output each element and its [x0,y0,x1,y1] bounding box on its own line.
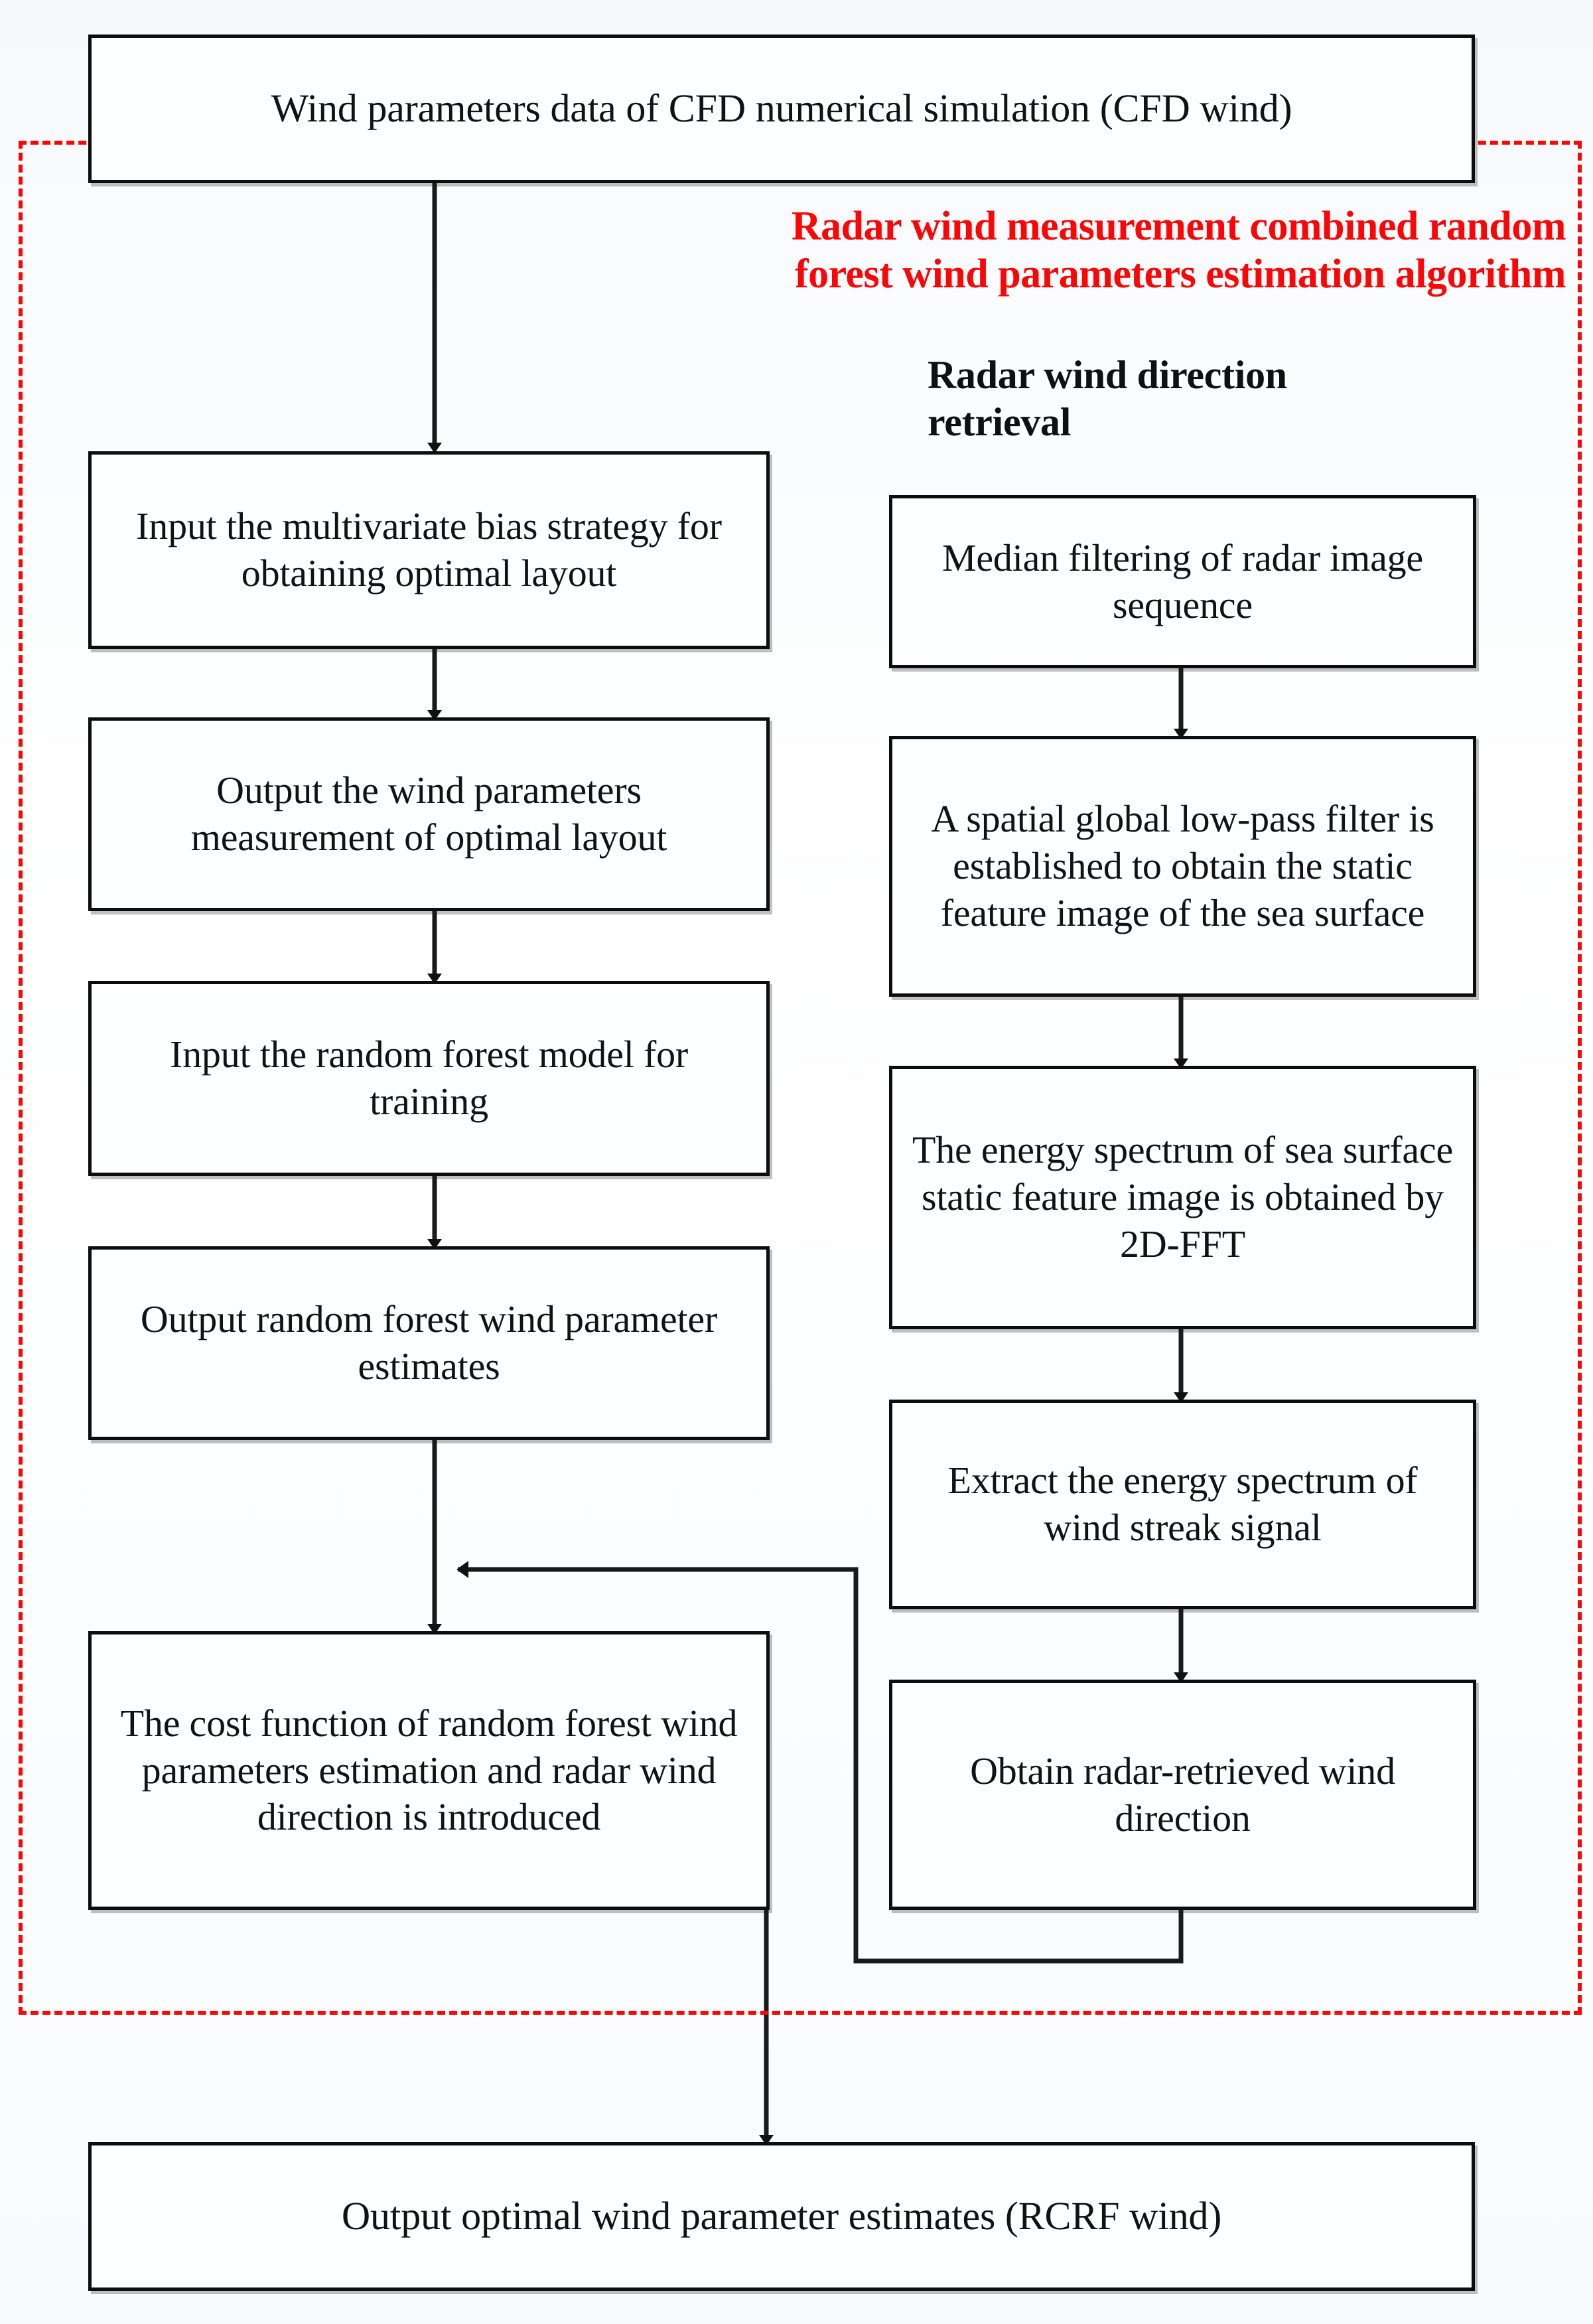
node-right-4-label: Extract the energy spectrum of wind stre… [947,1459,1418,1549]
node-left-output-rf-estimates[interactable]: Output random forest wind parameter esti… [88,1246,770,1440]
node-right-energy-spectrum-2dfft[interactable]: The energy spectrum of sea surface stati… [889,1066,1476,1329]
node-left-3-label: Input the random forest model for traini… [169,1033,689,1123]
node-left-output-wind-params[interactable]: Output the wind parameters measurement o… [88,717,770,911]
node-bottom-output-label: Output optimal wind parameter estimates … [341,2194,1222,2238]
node-top-input-label: Wind parameters data of CFD numerical si… [271,86,1292,131]
right-column-title-line1: Radar wind direction [928,353,1287,397]
node-top-input[interactable]: Wind parameters data of CFD numerical si… [88,35,1475,183]
node-right-obtain-wind-direction[interactable]: Obtain radar-retrieved wind direction [889,1680,1476,1910]
node-left-5-label: The cost function of random forest wind … [120,1701,738,1839]
edge-right5-to-left5-feedback [456,1561,1184,1964]
node-right-median-filtering[interactable]: Median filtering of radar image sequence [889,495,1476,668]
region-title-line1: Radar wind measurement combined random [791,204,1566,249]
node-left-1-label: Input the multivariate bias strategy for… [136,504,722,595]
node-right-2-label: A spatial global low-pass filter is esta… [931,797,1434,934]
node-right-extract-wind-streak[interactable]: Extract the energy spectrum of wind stre… [889,1400,1476,1609]
node-left-cost-function[interactable]: The cost function of random forest wind … [88,1631,770,1910]
right-column-title: Radar wind direction retrieval [928,352,1458,446]
node-right-lowpass-filter[interactable]: A spatial global low-pass filter is esta… [889,736,1476,997]
region-title-line2: forest wind parameters estimation algori… [794,251,1566,297]
node-left-4-label: Output random forest wind parameter esti… [140,1297,718,1388]
node-left-input-random-forest[interactable]: Input the random forest model for traini… [88,981,770,1176]
node-right-1-label: Median filtering of radar image sequence [942,536,1423,626]
right-column-title-line2: retrieval [928,399,1072,444]
node-left-input-bias-strategy[interactable]: Input the multivariate bias strategy for… [88,451,770,649]
node-right-5-label: Obtain radar-retrieved wind direction [970,1749,1395,1840]
node-left-2-label: Output the wind parameters measurement o… [190,768,667,859]
node-bottom-output[interactable]: Output optimal wind parameter estimates … [88,2142,1475,2291]
node-right-3-label: The energy spectrum of sea surface stati… [912,1128,1454,1266]
region-title: Radar wind measurement combined random f… [504,203,1566,299]
